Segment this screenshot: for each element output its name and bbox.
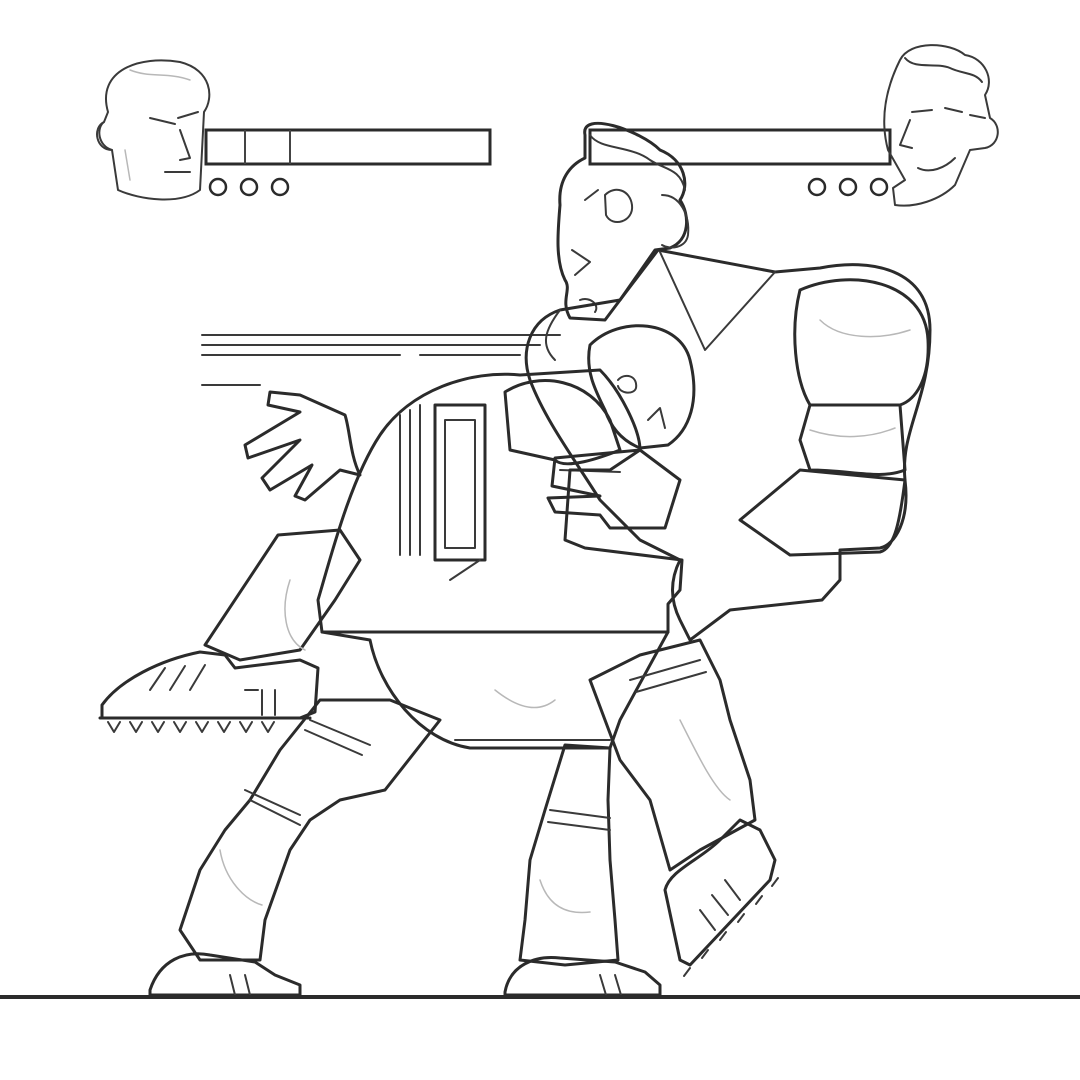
player2-health-fill	[592, 132, 888, 162]
speed-lines-icon	[201, 334, 561, 386]
player2-round-pip	[869, 177, 889, 197]
hud	[96, 44, 999, 207]
player1-round-pip	[270, 177, 290, 197]
player1-portrait-icon	[96, 59, 211, 201]
player1-round-pip	[208, 177, 228, 197]
player1-round-indicators	[208, 177, 290, 197]
player2-round-indicators	[807, 177, 889, 197]
player2-round-pip	[807, 177, 827, 197]
player1-round-pip	[239, 177, 259, 197]
player2-portrait-icon	[883, 44, 999, 207]
player2-round-pip	[838, 177, 858, 197]
player1-health-bar	[204, 128, 492, 166]
fighter-bald	[243, 324, 696, 750]
fighter-curly-hair	[524, 121, 932, 642]
fighter-legs	[98, 528, 779, 997]
player1-health-fill	[208, 132, 488, 162]
fighters	[98, 121, 932, 997]
